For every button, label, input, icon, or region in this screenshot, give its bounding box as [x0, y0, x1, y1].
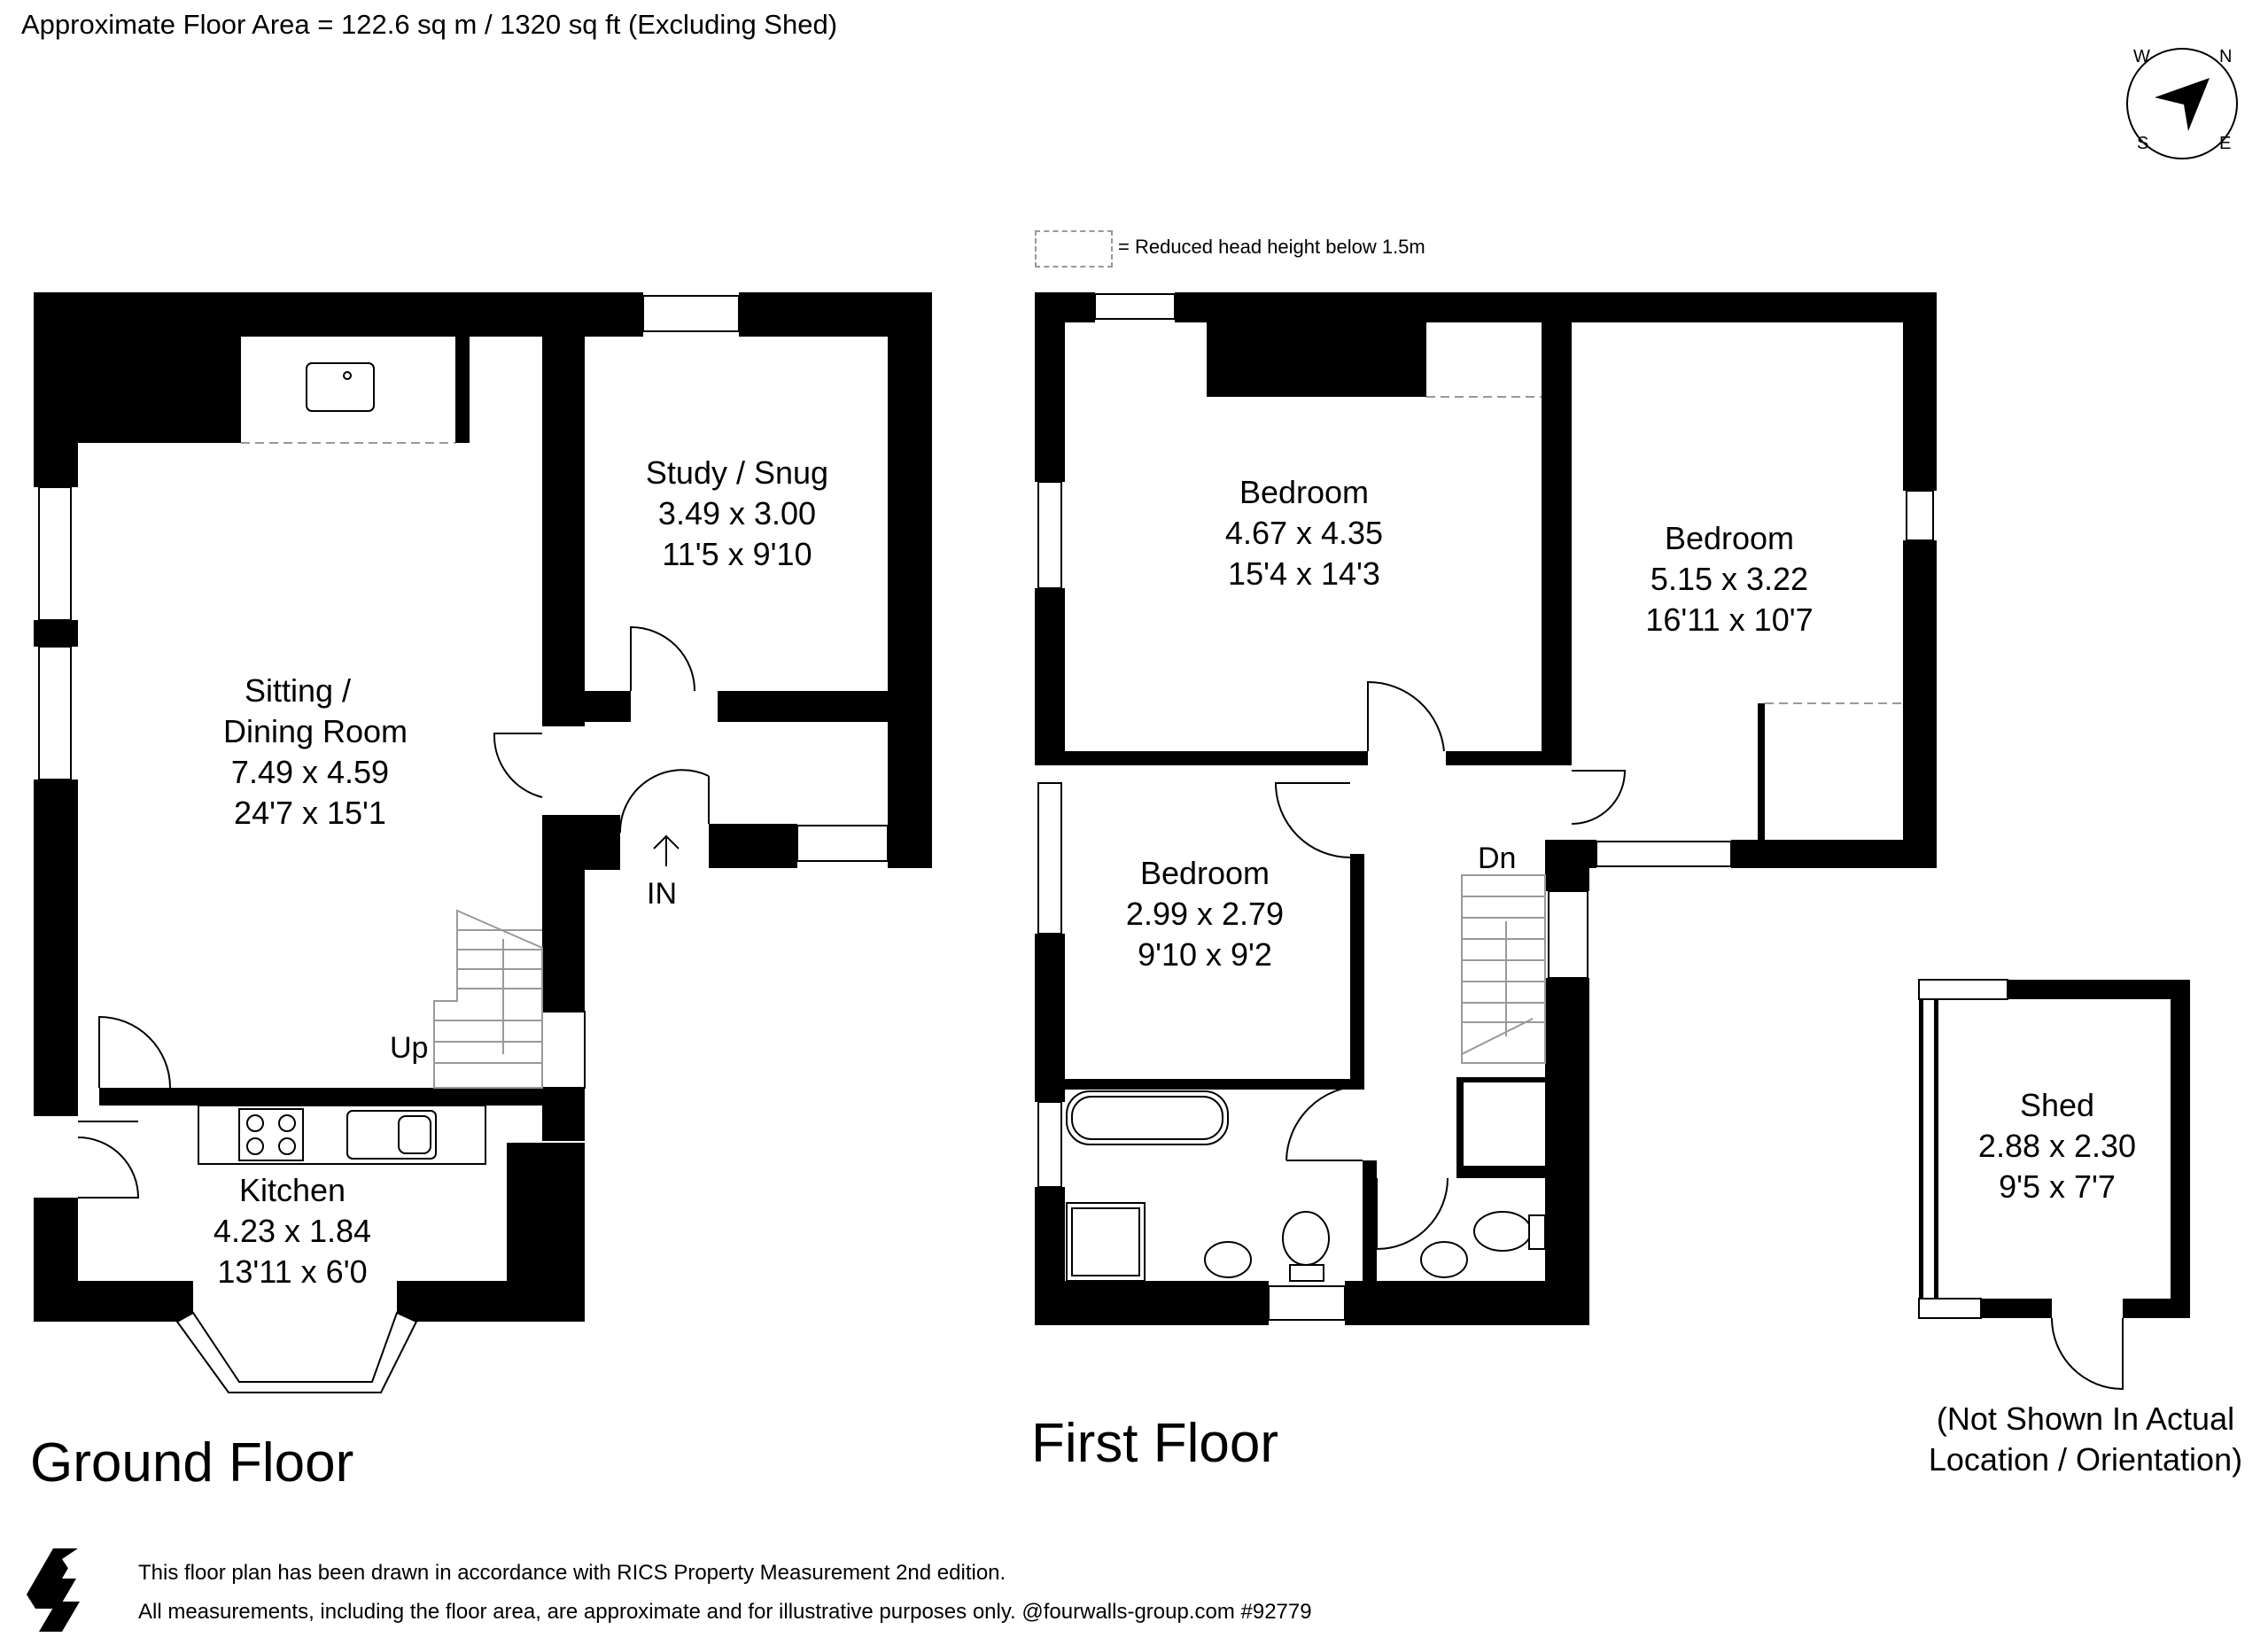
bedroom-2-metric: 5.15 x 3.22 — [1651, 561, 1808, 597]
bedroom-3-name: Bedroom — [1140, 855, 1270, 891]
sitting-room-imperial: 24'7 x 15'1 — [234, 795, 386, 831]
kitchen-metric: 4.23 x 1.84 — [214, 1213, 371, 1249]
bedroom-1-metric: 4.67 x 4.35 — [1225, 515, 1383, 551]
compass-w-label: W — [2133, 47, 2150, 66]
shed-metric: 2.88 x 2.30 — [1978, 1128, 2136, 1164]
fourwalls-logo-icon — [27, 1541, 96, 1632]
reduced-height-legend-text: = Reduced head height below 1.5m — [1118, 236, 1425, 258]
bedroom-1-imperial: 15'4 x 14'3 — [1228, 555, 1380, 592]
study-imperial: 11'5 x 9'10 — [662, 536, 812, 572]
footer-line-1: This floor plan has been drawn in accord… — [138, 1561, 1006, 1585]
entry-arrow-icon — [653, 834, 680, 866]
first-floor-plan: Bedroom 4.67 x 4.35 15'4 x 14'3 Bedroom … — [1031, 292, 1937, 1474]
study-metric: 3.49 x 3.00 — [658, 495, 816, 531]
compass-e-label: E — [2219, 134, 2231, 153]
bedroom-2-imperial: 16'11 x 10'7 — [1645, 601, 1813, 638]
study-name: Study / Snug — [646, 454, 828, 491]
shed-note-line-2: Location / Orientation) — [1929, 1441, 2242, 1478]
bedroom-3-metric: 2.99 x 2.79 — [1126, 896, 1284, 932]
entrance-label: IN — [647, 877, 677, 911]
kitchen-name: Kitchen — [239, 1172, 346, 1208]
compass-s-label: S — [2137, 134, 2148, 153]
ground-floor-title: Ground Floor — [30, 1432, 353, 1493]
floor-area-heading: Approximate Floor Area = 122.6 sq m / 13… — [21, 9, 838, 40]
compass-icon: W N S E — [2126, 47, 2238, 159]
shed-plan: Shed 2.88 x 2.30 9'5 x 7'7 (Not Shown In… — [1918, 979, 2242, 1478]
footer-line-2: All measurements, including the floor ar… — [138, 1600, 1312, 1624]
sitting-room-metric: 7.49 x 4.59 — [231, 754, 389, 790]
bedroom-2-name: Bedroom — [1665, 520, 1794, 556]
reduced-height-legend-swatch — [1035, 230, 1113, 268]
compass-n-label: N — [2219, 47, 2232, 66]
shed-note-line-1: (Not Shown In Actual — [1937, 1400, 2234, 1437]
sitting-room-name-1: Sitting / — [245, 672, 351, 709]
stairs-up-label: Up — [390, 1031, 428, 1065]
bedroom-3-imperial: 9'10 x 9'2 — [1138, 936, 1272, 973]
sitting-room-name-2: Dining Room — [223, 713, 408, 749]
kitchen-imperial: 13'11 x 6'0 — [217, 1253, 367, 1290]
bedroom-1-name: Bedroom — [1239, 474, 1369, 510]
shed-imperial: 9'5 x 7'7 — [1999, 1168, 2116, 1205]
ground-floor-plan: Sitting / Dining Room 7.49 x 4.59 24'7 x… — [30, 292, 932, 1493]
shed-name: Shed — [2020, 1087, 2094, 1123]
first-floor-title: First Floor — [1031, 1413, 1278, 1474]
stairs-down-label: Dn — [1478, 842, 1516, 875]
